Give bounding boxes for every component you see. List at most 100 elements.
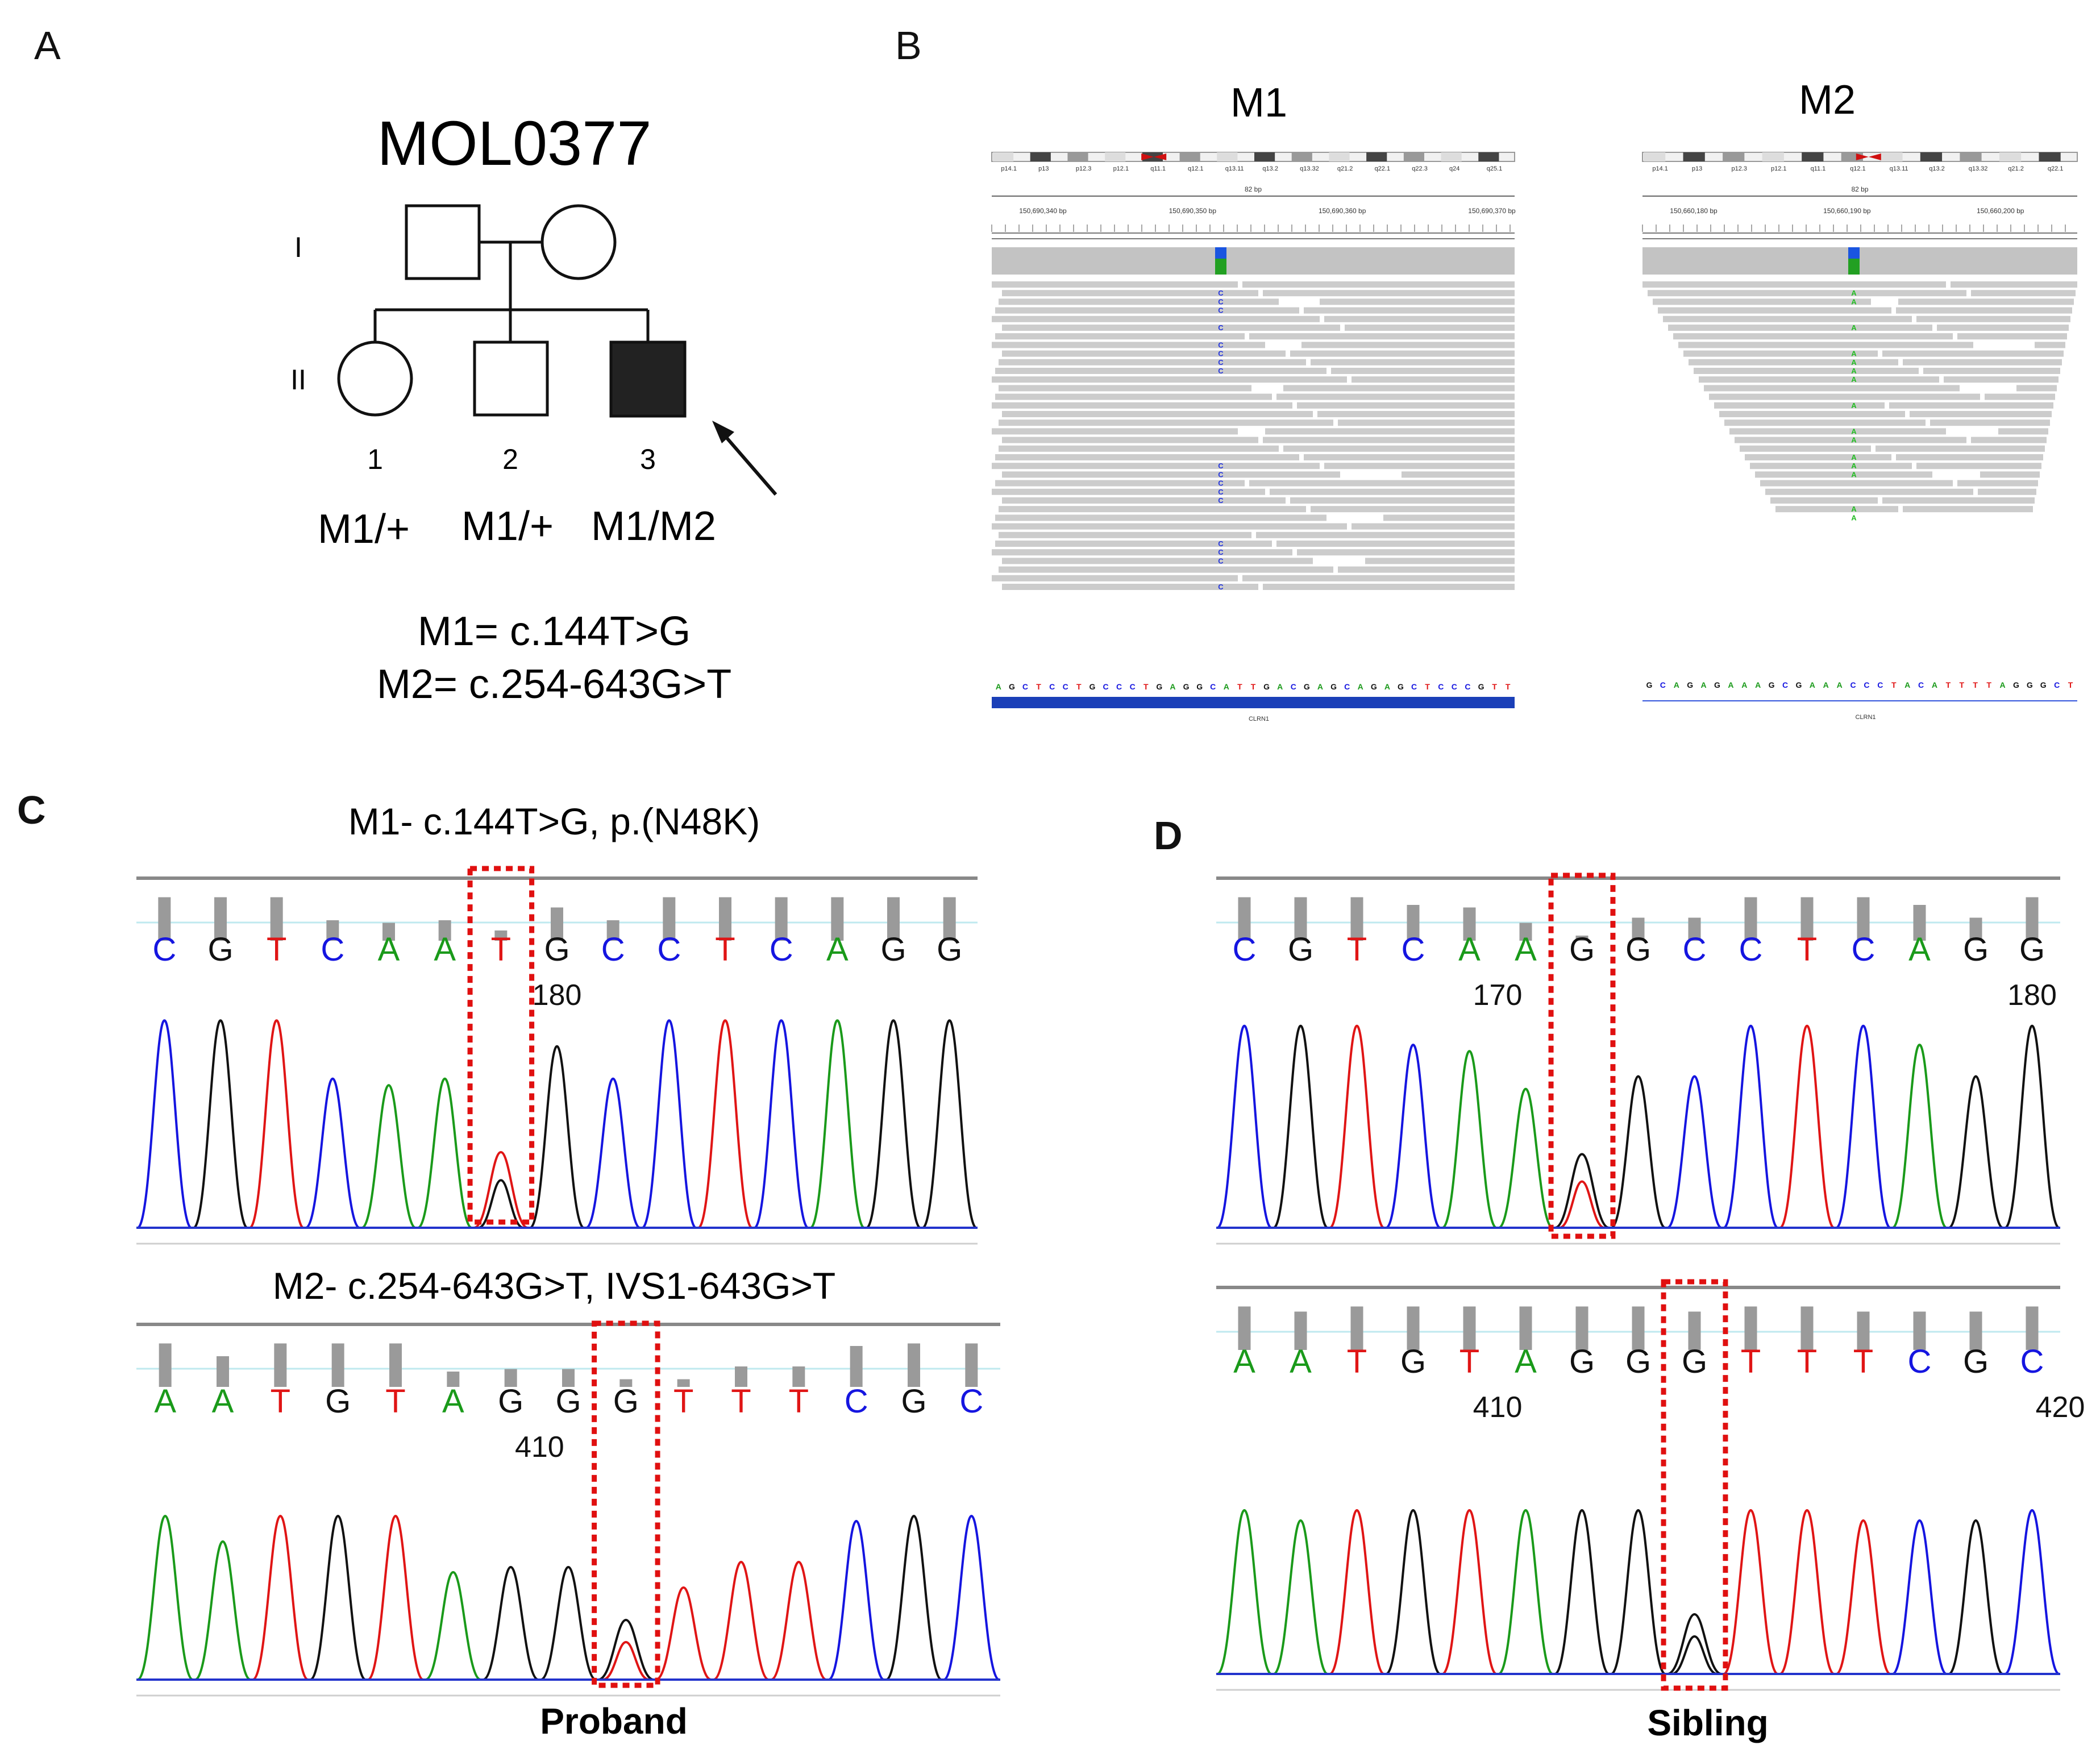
reference-base: G <box>1646 680 1653 689</box>
quality-bar <box>1800 1306 1814 1350</box>
base-call: G <box>498 1383 523 1420</box>
quality-bar <box>1969 1311 1982 1350</box>
variant-base: A <box>1851 375 1857 384</box>
trace-peak <box>598 1618 654 1681</box>
reference-base: G <box>1398 682 1404 691</box>
cytoband-label: p12.1 <box>1771 165 1787 172</box>
trace-peak <box>540 1565 597 1681</box>
variant-highlight-box <box>467 866 535 1225</box>
variant-base: A <box>1851 453 1857 462</box>
base-call: C <box>1233 931 1257 968</box>
reference-base: T <box>1506 682 1511 691</box>
read <box>999 531 1251 538</box>
quality-bar <box>494 930 508 941</box>
trace-peak <box>1835 1519 1891 1675</box>
reference-base: G <box>2027 680 2033 689</box>
reference-base: G <box>1371 682 1377 691</box>
reference-base: T <box>1237 682 1242 691</box>
variant-base: A <box>1851 513 1857 522</box>
trace-peak <box>1273 1519 1329 1675</box>
reference-base: C <box>2054 680 2060 689</box>
quality-bar <box>159 1343 172 1387</box>
base-call: A <box>378 931 400 968</box>
member-genotype-1: M1/+ <box>318 506 410 552</box>
quality-bar <box>943 897 956 941</box>
base-call: T <box>1347 1343 1367 1380</box>
read <box>1944 376 2059 383</box>
variant-base: A <box>1851 505 1857 513</box>
variant-base: C <box>1218 583 1224 591</box>
generation-label-1: I <box>294 231 302 263</box>
reference-base: A <box>1999 680 2005 689</box>
base-call: A <box>1290 1343 1312 1380</box>
read <box>1724 419 1926 426</box>
base-call: G <box>901 1383 926 1420</box>
reference-base: A <box>1728 680 1733 689</box>
reference-base: C <box>1116 682 1122 691</box>
read <box>1673 333 1953 340</box>
base-call: T <box>267 931 286 968</box>
coverage-variant-bottom <box>1848 259 1860 275</box>
cytoband-block <box>1881 152 1903 161</box>
trace-peak <box>1948 1519 2004 1675</box>
quality-bar <box>382 923 395 941</box>
read <box>999 445 1279 452</box>
quality-bar <box>1294 1311 1307 1350</box>
read <box>1324 463 1515 470</box>
quality-bar <box>158 897 171 941</box>
read <box>1297 549 1515 556</box>
quality-bar <box>831 897 844 941</box>
trace-peak <box>1948 1075 2004 1229</box>
reference-base: C <box>1210 682 1216 691</box>
member-genotype-3: M1/M2 <box>591 504 716 549</box>
trace-peak <box>1723 1024 1779 1229</box>
base-call: C <box>601 931 625 968</box>
cytoband-block <box>1067 152 1088 161</box>
position-label: 420 <box>2036 1391 2085 1424</box>
trace-peak <box>1441 1050 1498 1229</box>
reference-base: T <box>1425 682 1430 691</box>
sibling-label: Sibling <box>1647 1702 1768 1743</box>
read <box>1903 359 2062 365</box>
read <box>1930 419 2050 426</box>
read <box>1276 393 1515 400</box>
cytoband-label: q13.11 <box>1225 165 1244 172</box>
base-call: A <box>212 1383 234 1420</box>
reference-base: T <box>1960 680 1965 689</box>
read <box>1402 471 1515 478</box>
reference-base: C <box>1877 680 1883 689</box>
trace-peak <box>367 1514 424 1681</box>
read <box>1002 290 1258 297</box>
read <box>1903 506 2033 513</box>
variant-base: C <box>1218 470 1224 479</box>
quality-bar <box>735 1366 747 1387</box>
reference-base: C <box>1063 682 1068 691</box>
trace-peak <box>529 1045 585 1229</box>
reference-base: G <box>1156 682 1162 691</box>
base-call: A <box>1515 931 1537 968</box>
base-call: A <box>1233 1343 1255 1380</box>
sibling-1-symbol <box>337 340 413 417</box>
read <box>1345 325 1515 331</box>
read <box>992 523 1347 530</box>
reference-base: A <box>1358 682 1363 691</box>
trace-peak <box>194 1540 251 1681</box>
base-call: C <box>1402 931 1425 968</box>
variant-base: C <box>1218 367 1224 375</box>
panel-b-letter: B <box>895 23 922 68</box>
position-label: 170 <box>1473 979 1523 1012</box>
read <box>999 506 1306 513</box>
coverage-variant-top <box>1848 247 1860 259</box>
trace-secondary-peak <box>1671 1635 1718 1675</box>
quality-bar <box>504 1369 517 1387</box>
read <box>1735 437 1966 443</box>
base-call: C <box>845 1383 868 1420</box>
coverage-variant-bottom <box>1215 259 1226 275</box>
reference-base: G <box>1196 682 1203 691</box>
read <box>992 342 1265 348</box>
base-call: G <box>1625 1343 1651 1380</box>
read <box>1242 575 1515 581</box>
quality-bar <box>1632 917 1645 941</box>
read <box>1765 488 1973 495</box>
